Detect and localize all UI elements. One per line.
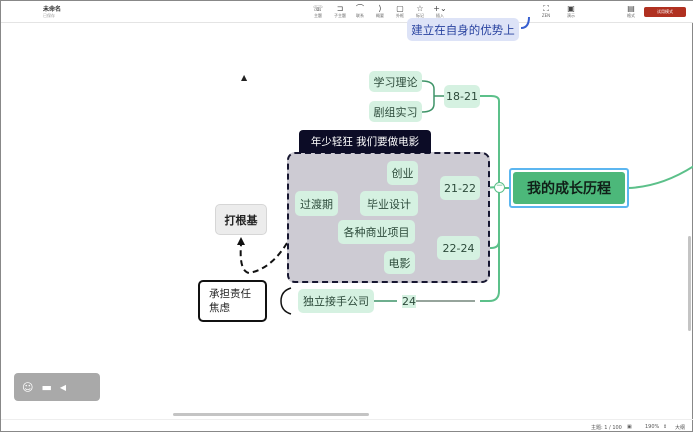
- central-topic[interactable]: 我的成长历程: [509, 168, 629, 208]
- toolbar-label: 主题: [314, 13, 322, 18]
- zoom-level[interactable]: 190%: [645, 424, 660, 430]
- topic-21-22[interactable]: 21-22: [440, 176, 480, 200]
- topic-transition[interactable]: 过渡期: [295, 191, 338, 216]
- format-icon: ▤: [627, 4, 635, 13]
- topic-startup[interactable]: 创业: [387, 161, 418, 185]
- topic-top-partial[interactable]: 建立在自身的优势上: [407, 18, 519, 41]
- subtopic-icon: ⊐: [336, 4, 344, 13]
- toolbar-zen-button[interactable]: ⛶ZEN: [535, 4, 557, 18]
- toolbar-label: 概要: [376, 13, 384, 18]
- relationship-icon: ⌒: [356, 4, 364, 13]
- toolbar-label: ZEN: [541, 13, 551, 18]
- topic-study-theory[interactable]: 学习理论: [369, 71, 422, 92]
- toolbar: 未命名 已保存 ☏主题⊐子主题⌒联系⟩概要▢外框☆标记+⌄插入⛶ZEN▣演示▤格…: [1, 1, 693, 23]
- toolbar-label: 演示: [567, 13, 575, 18]
- toolbar-relationship-button[interactable]: ⌒联系: [349, 4, 371, 19]
- toolbar-label: 插入: [436, 13, 444, 18]
- status-bar: 主题: 1 / 100 ▣ 190% ⇕ 大纲: [1, 419, 693, 433]
- save-status: 已保存: [43, 13, 55, 18]
- central-topic-label: 我的成长历程: [513, 172, 625, 204]
- floating-topic-responsibility[interactable]: 承担责任 焦虑: [198, 280, 267, 322]
- outline-button[interactable]: 大纲: [675, 425, 686, 431]
- toolbar-label: 格式: [627, 13, 635, 18]
- marker-icon: ☆: [416, 4, 424, 13]
- summary-label[interactable]: 年少轻狂 我们要做电影: [299, 130, 431, 153]
- topic-count: 主题: 1 / 100: [591, 425, 622, 431]
- toolbar-insert-button[interactable]: +⌄插入: [429, 4, 451, 19]
- toolbar-boundary-button[interactable]: ▢外框: [389, 4, 411, 19]
- topic-24[interactable]: 24: [397, 289, 480, 313]
- summary-icon: ⟩: [378, 4, 382, 13]
- topic-18-21[interactable]: 18-21: [444, 85, 480, 108]
- horizontal-scrollbar[interactable]: [173, 413, 369, 416]
- zen-icon: ⛶: [543, 4, 549, 13]
- collapse-arrow-icon[interactable]: ◀: [59, 382, 67, 392]
- toolbar-present-button[interactable]: ▣演示: [560, 4, 582, 19]
- toolbar-summary-button[interactable]: ⟩概要: [369, 4, 391, 19]
- bottom-left-widget: ☺ ▬ ◀: [14, 373, 100, 401]
- toolbar-label: 联系: [356, 13, 364, 18]
- toolbar-label: 标记: [416, 13, 424, 18]
- toolbar-format-button[interactable]: ▤格式: [620, 4, 642, 19]
- floating-topic-foundation[interactable]: 打根基: [215, 204, 267, 235]
- topic-icon: ☏: [312, 4, 323, 13]
- present-icon: ▣: [567, 4, 575, 13]
- toolbar-topic-button[interactable]: ☏主题: [307, 4, 329, 19]
- topic-crew-internship[interactable]: 剧组实习: [369, 101, 422, 122]
- comment-icon[interactable]: ▬: [41, 380, 52, 394]
- insert-icon: +⌄: [433, 4, 447, 13]
- collapse-toggle[interactable]: −: [494, 181, 505, 193]
- toolbar-label: 外框: [396, 13, 404, 18]
- topic-commercial-projects[interactable]: 各种商业项目: [338, 220, 415, 244]
- topic-22-24[interactable]: 22-24: [437, 236, 480, 260]
- trial-mode-button[interactable]: 试用模式: [644, 7, 686, 17]
- document-title[interactable]: 未命名: [43, 6, 62, 13]
- mouse-cursor: ▲: [241, 73, 248, 82]
- topic-film[interactable]: 电影: [384, 251, 415, 274]
- toolbar-marker-button[interactable]: ☆标记: [409, 4, 431, 19]
- emoji-icon[interactable]: ☺: [22, 380, 34, 394]
- map-view-icon[interactable]: ▣: [627, 424, 632, 430]
- toolbar-label: 子主题: [334, 13, 346, 18]
- vertical-scrollbar[interactable]: [688, 236, 691, 331]
- zoom-stepper-icon[interactable]: ⇕: [663, 424, 668, 430]
- topic-24-label: 24: [402, 294, 416, 308]
- topic-take-over-company[interactable]: 独立接手公司: [298, 289, 374, 313]
- topic-graduation-design[interactable]: 毕业设计: [360, 191, 418, 216]
- boundary-icon: ▢: [396, 4, 404, 13]
- toolbar-subtopic-button[interactable]: ⊐子主题: [329, 4, 351, 19]
